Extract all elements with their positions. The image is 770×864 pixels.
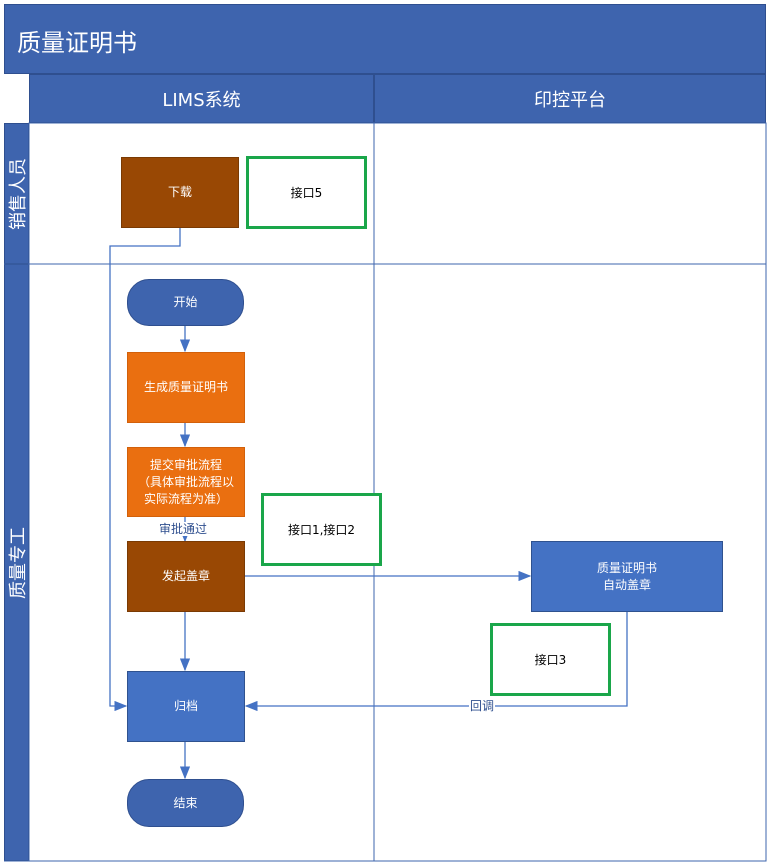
node-generate-certificate: 生成质量证明书 [127,352,245,423]
title-bar: 质量证明书 [4,4,766,74]
edge-label-callback: 回调 [469,699,496,713]
diagram-title: 质量证明书 [17,29,137,57]
edge-callback [244,612,628,712]
edge-label-approved: 审批通过 [158,522,209,536]
column-header-seal-platform: 印控平台 [374,74,766,123]
interface-box-3: 接口3 [490,623,611,696]
interface-box-1-2: 接口1,接口2 [261,493,382,566]
node-auto-seal: 质量证明书 自动盖章 [531,541,723,612]
edge-download-to-archive [109,228,181,712]
node-download: 下载 [121,157,239,228]
node-start: 开始 [127,279,244,326]
node-archive: 归档 [127,671,245,742]
interface-box-5: 接口5 [246,156,367,229]
node-end: 结束 [127,779,244,827]
node-initiate-seal: 发起盖章 [127,541,245,612]
node-submit-approval: 提交审批流程 （具体审批流程以 实际流程为准） [127,447,245,517]
